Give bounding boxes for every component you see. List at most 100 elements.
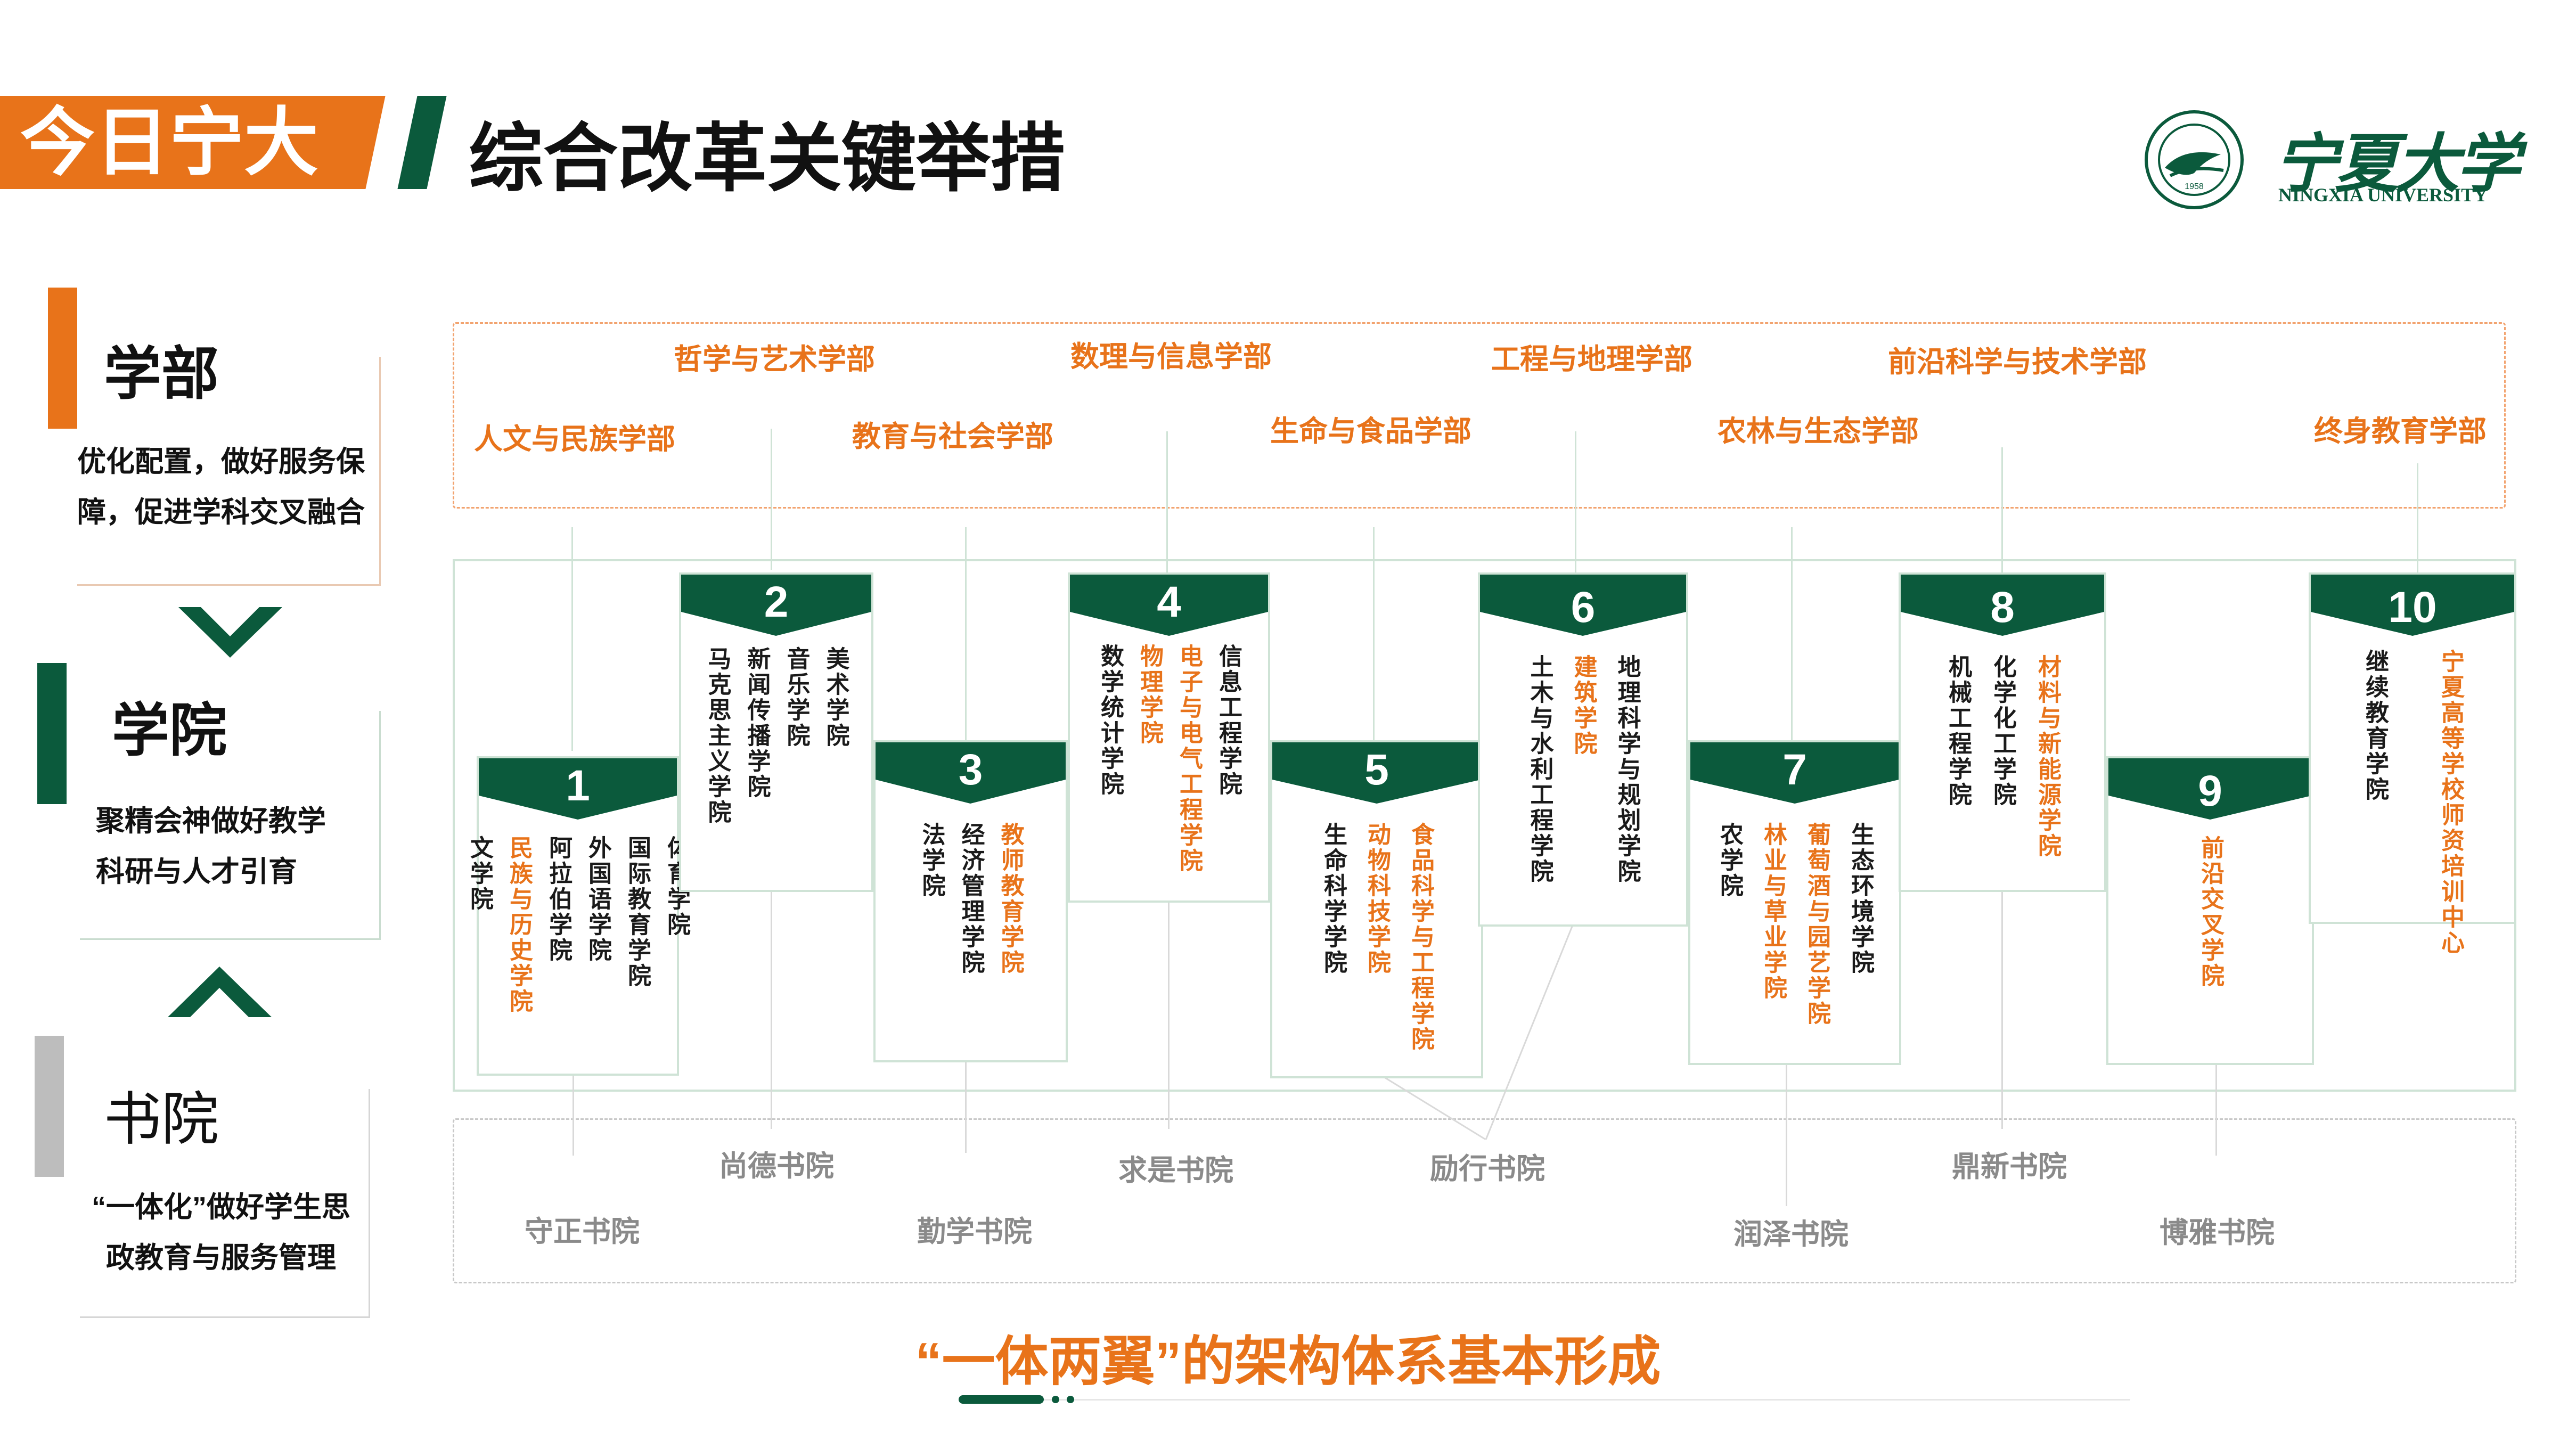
page-title: 综合改革关键举措: [469, 117, 1066, 200]
college-group-5: 5 生命科学学院 动物科技学院 食品科学与工程学院: [1270, 740, 1483, 1078]
college-group-3: 3 法学院 经济管理学院 教师教育学院: [873, 740, 1068, 1062]
academy-label: 求是书院: [1118, 1155, 1233, 1186]
college-name: 继续教育学院: [2362, 649, 2388, 803]
college-name: 电子与电气工程学院: [1176, 644, 1202, 874]
level-title-faculty: 学部: [104, 341, 219, 406]
college-name: 文学院: [467, 836, 493, 912]
college-name: 物理学院: [1136, 644, 1163, 746]
department-label: 生命与食品学部: [1270, 415, 1471, 447]
college-name: 材料与新能源学院: [2034, 654, 2060, 859]
college-group-band: [2108, 758, 2312, 820]
department-label: 终身教育学部: [2314, 415, 2487, 447]
chevron-up-icon: [168, 967, 272, 1017]
college-name: 美术学院: [822, 646, 849, 749]
academy-label: 博雅书院: [2160, 1217, 2275, 1249]
academy-label: 勤学书院: [917, 1216, 1032, 1248]
academy-label: 鼎新书院: [1952, 1151, 2067, 1183]
college-name: 生命科学学院: [1320, 822, 1346, 976]
university-logo-cn: 宁夏大学: [2274, 126, 2520, 201]
department-label: 前沿科学与技术学部: [1888, 346, 2147, 378]
footer-accent-dot: [1052, 1396, 1059, 1403]
footer-slogan: “一体两翼”的架构体系基本形成: [915, 1332, 1661, 1391]
college-group-number: 10: [2388, 583, 2437, 632]
level-title-college: 学院: [112, 698, 227, 763]
college-group-number: 8: [1990, 583, 2015, 632]
college-group-7: 7 农学院 林业与草业学院 葡萄酒与园艺学院 生态环境学院: [1688, 740, 1901, 1065]
college-group-band: [681, 575, 871, 636]
college-name: 葡萄酒与园艺学院: [1804, 822, 1830, 1027]
college-name: 建筑学院: [1570, 654, 1597, 757]
level-desc-college: 聚精会神做好教学科研与人才引育: [96, 805, 326, 888]
college-group-number: 3: [958, 746, 983, 794]
college-name: 马克思主义学院: [704, 646, 731, 825]
academy-label: 励行书院: [1430, 1153, 1545, 1185]
level-marker-academy: [35, 1036, 64, 1177]
level-frame-academy: [80, 1089, 370, 1318]
university-logo-en: NINGXIA UNIVERSITY: [2278, 184, 2488, 206]
level-marker-faculty: [48, 288, 77, 429]
college-group-band: [1690, 742, 1899, 804]
academy-label: 尚德书院: [719, 1150, 834, 1182]
header-tag-background: [0, 96, 389, 189]
university-seal-icon: 1958: [2145, 110, 2244, 209]
college-group-number: 9: [2198, 767, 2222, 815]
department-zone: [453, 322, 2506, 509]
department-label: 工程与地理学部: [1491, 343, 1692, 375]
college-name: 阿拉伯学院: [545, 836, 571, 963]
college-group-band: [479, 758, 677, 820]
college-group-band: [2311, 575, 2514, 636]
footer-underline: [959, 1399, 2130, 1401]
chevron-down-icon: [178, 607, 282, 658]
college-group-number: 4: [1157, 578, 1181, 626]
academy-zone: [453, 1118, 2516, 1283]
college-name: 林业与草业学院: [1760, 822, 1786, 1001]
college-group-number: 2: [764, 578, 789, 626]
college-name: 地理科学与规划学院: [1614, 654, 1640, 885]
academy-label: 守正书院: [525, 1216, 640, 1248]
college-name: 农学院: [1716, 822, 1743, 899]
college-group-number: 1: [566, 762, 590, 810]
footer-accent-dot: [1067, 1396, 1074, 1403]
college-name: 音乐学院: [783, 646, 809, 749]
college-group-10: 10 继续教育学院 宁夏高等学校师资培训中心: [2309, 572, 2516, 956]
college-group-band: [1272, 742, 1481, 804]
college-name: 数学统计学院: [1097, 644, 1123, 797]
college-name: 前沿交叉学院: [2197, 836, 2223, 989]
level-marker-college: [37, 663, 67, 804]
level-frame-college: [80, 711, 381, 940]
college-group-band: [1901, 575, 2104, 636]
college-name: 新闻传播学院: [743, 646, 770, 800]
college-group-2: 2 马克思主义学院 新闻传播学院 音乐学院 美术学院: [679, 572, 873, 892]
academy-label: 润泽书院: [1733, 1218, 1849, 1250]
college-name: 教师教育学院: [997, 822, 1024, 976]
college-group-number: 5: [1364, 746, 1389, 794]
svg-text:1958: 1958: [2185, 182, 2204, 191]
college-name: 动物科技学院: [1364, 822, 1390, 976]
college-name: 机械工程学院: [1945, 654, 1971, 808]
college-name: 信息工程学院: [1215, 644, 1241, 797]
department-label: 人文与民族学部: [474, 423, 675, 455]
college-name: 宁夏高等学校师资培训中心: [2438, 649, 2464, 956]
college-name: 食品科学与工程学院: [1408, 822, 1434, 1052]
college-name: 生态环境学院: [1847, 822, 1874, 976]
college-group-9: 9 前沿交叉学院: [2106, 756, 2314, 1065]
footer-accent-bar: [959, 1395, 1044, 1404]
college-group-4: 4 数学统计学院 物理学院 电子与电气工程学院 信息工程学院: [1068, 572, 1270, 903]
level-title-academy: 书院: [104, 1087, 219, 1151]
department-label: 哲学与艺术学部: [674, 343, 875, 375]
college-name: 土木与水利工程学院: [1526, 654, 1553, 885]
header-tag: 今日宁大: [20, 101, 319, 184]
college-group-8: 8 机械工程学院 化学化工学院 材料与新能源学院: [1899, 572, 2106, 892]
college-group-6: 6 土木与水利工程学院 建筑学院 地理科学与规划学院: [1478, 572, 1688, 927]
college-name: 民族与历史学院: [506, 836, 532, 1014]
college-name: 外国语学院: [585, 836, 611, 963]
college-group-number: 6: [1571, 583, 1596, 632]
college-group-band: [1480, 575, 1686, 636]
college-name: 化学化工学院: [1990, 654, 2016, 808]
college-group-1: 1 文学院 民族与历史学院 阿拉伯学院 外国语学院 国际教育学院 体育学院: [467, 756, 690, 1076]
level-frame-faculty: [77, 357, 381, 586]
college-name: 国际教育学院: [624, 836, 650, 989]
college-group-band: [1070, 575, 1268, 636]
level-desc-academy: “一体化”做好学生思政教育与服务管理: [92, 1191, 350, 1274]
department-label: 数理与信息学部: [1070, 341, 1272, 373]
